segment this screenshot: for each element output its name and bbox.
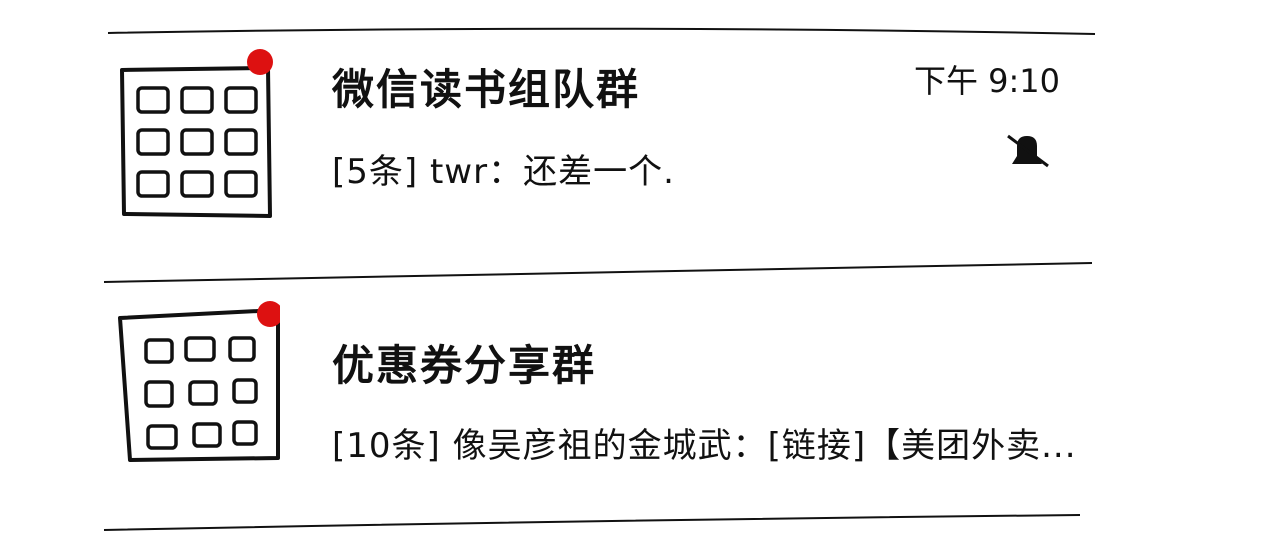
chat-list-item-weread-team[interactable]: 微信读书组队群 [5条] twr：还差一个. 下午 9:10 [100,38,1100,238]
divider-line-top [107,27,1096,35]
chat-preview: [5条] twr：还差一个. [332,152,675,192]
chat-list-item-coupon-share[interactable]: 优惠券分享群 [10条] 像吴彦祖的金城武：[链接]【美团外卖... [100,290,1100,490]
chat-time: 下午 9:10 [913,62,1060,100]
chat-name: 微信读书组队群 [332,65,641,114]
divider-line-middle [103,262,1093,283]
chat-name: 优惠券分享群 [332,341,597,390]
group-avatar [110,48,280,228]
divider-line-bottom [103,514,1081,531]
group-grid-icon [118,301,280,462]
unread-dot [257,301,280,327]
group-grid-icon [120,49,273,218]
chat-preview: [10条] 像吴彦祖的金城武：[链接]【美团外卖... [332,426,1077,466]
group-avatar [110,300,280,480]
unread-dot [247,49,273,75]
mute-bell-icon [1002,130,1052,170]
